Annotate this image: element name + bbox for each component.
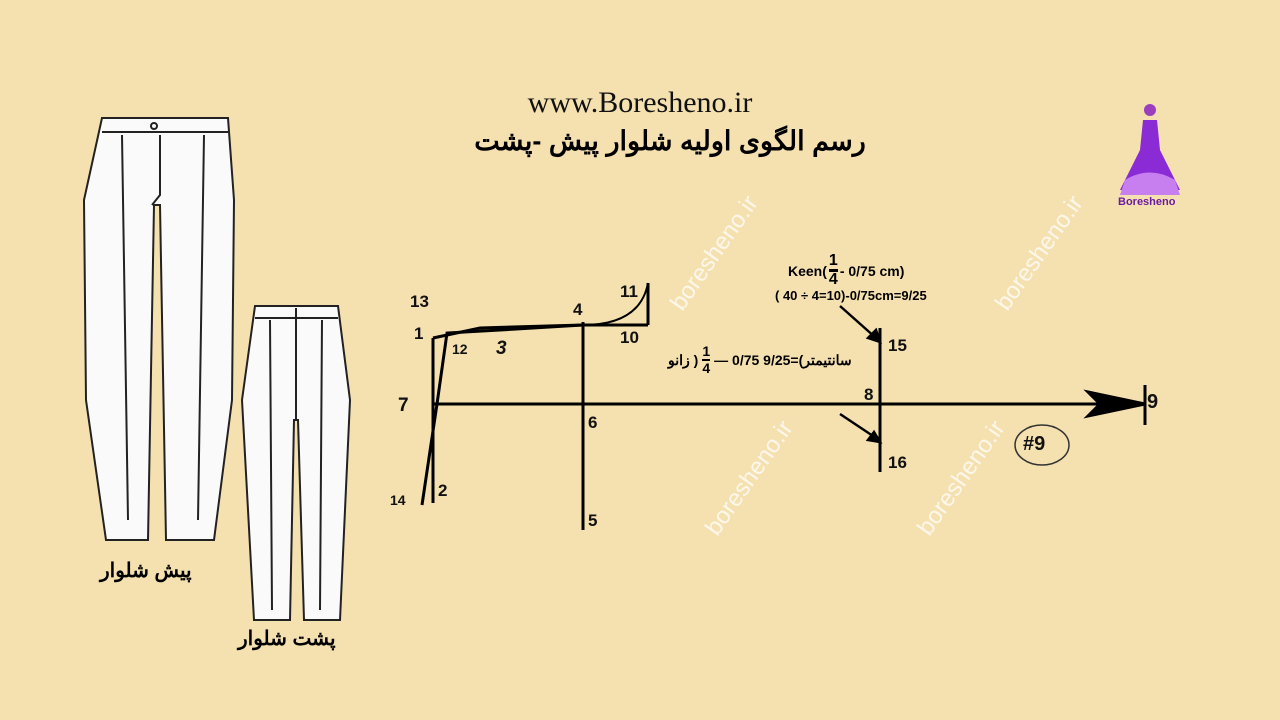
- numerator: 1: [828, 253, 838, 272]
- point-2: 2: [438, 481, 448, 500]
- formula-text: Keen(: [788, 262, 827, 279]
- point-7: 7: [398, 395, 409, 416]
- site-url: www.Boresheno.ir: [527, 86, 753, 119]
- logo-text: Boresheno: [1118, 196, 1176, 208]
- curve-4-11: [582, 282, 649, 326]
- point-8: 8: [864, 385, 874, 404]
- point-10: 10: [620, 328, 639, 347]
- arrow-head: [1083, 389, 1146, 419]
- point-12: 12: [452, 341, 468, 357]
- formula-top: Keen( 1 4 - 0/75 cm): [788, 253, 904, 288]
- point-13: 13: [410, 292, 429, 311]
- line-14: [420, 403, 439, 506]
- fraction: 1 4: [702, 343, 711, 376]
- point-3: 3: [496, 338, 507, 359]
- front-pants-drawing: [82, 117, 236, 541]
- formula-mid: ( زانو 1 4 — 0/75 سانتیمتر)=9/25: [668, 344, 852, 376]
- formula-top-line2: ( 40 ÷ 4=10)-0/75cm=9/25: [775, 288, 927, 303]
- point-9: 9: [1147, 391, 1159, 413]
- formula-text: - 0/75 cm): [839, 262, 905, 279]
- point-15: 15: [888, 336, 907, 355]
- caption-back: پشت شلوار: [238, 628, 336, 650]
- logo-dress: [1120, 104, 1180, 195]
- page-title: رسم الگوی اولیه شلوار پیش -پشت: [474, 126, 866, 156]
- denominator: 4: [702, 360, 711, 376]
- step-badge: #9: [1023, 433, 1046, 455]
- numerator: 1: [702, 343, 711, 361]
- formula-text: — 0/75 سانتیمتر)=9/25: [714, 351, 852, 368]
- point-1: 1: [414, 324, 424, 343]
- point-14: 14: [390, 492, 406, 508]
- point-6: 6: [588, 413, 598, 432]
- formula-text: ( زانو: [668, 351, 699, 368]
- caption-front: پیش شلوار: [100, 560, 192, 582]
- point-5: 5: [588, 511, 598, 530]
- line-12-3: [435, 323, 584, 405]
- step-badge-ring: [1014, 424, 1070, 466]
- fraction: 1 4: [828, 253, 838, 288]
- point-16: 16: [888, 453, 907, 472]
- point-11: 11: [620, 282, 638, 301]
- back-pants-drawing: [240, 305, 352, 621]
- point-4: 4: [573, 300, 583, 319]
- denominator: 4: [828, 271, 838, 288]
